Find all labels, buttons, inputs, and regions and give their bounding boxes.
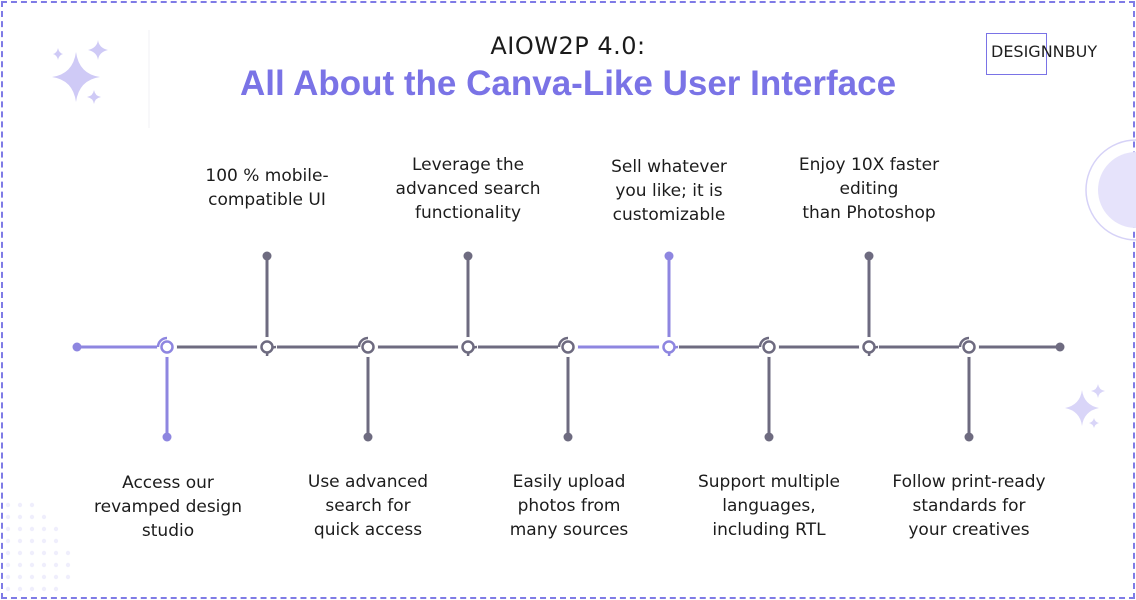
brand-logo: DESIGNNBUY	[986, 33, 1114, 75]
timeline-stem-dot-5	[563, 432, 573, 442]
page-title: All About the Canva-Like User Interface	[239, 64, 897, 103]
timeline-start-dot	[72, 342, 82, 352]
timeline-junction-dot-4	[461, 340, 475, 354]
timeline-junction-dot-9	[962, 340, 976, 354]
timeline-stem-dot-7	[764, 432, 774, 442]
brand-logo-text: DESIGNNBUY	[991, 42, 1098, 61]
timeline-top-label-1: 100 % mobile-compatible UI	[205, 166, 329, 210]
timeline-junction-dot-6	[662, 340, 676, 354]
timeline-stem-dot-4	[463, 251, 473, 261]
timeline-junction-arc-1	[156, 336, 168, 348]
timeline-stem-dot-8	[864, 251, 874, 261]
timeline-junction-arc-9	[958, 336, 970, 348]
circle-decoration	[1085, 139, 1136, 241]
timeline-junction-dot-8	[862, 340, 876, 354]
timeline-junction-arc-5	[557, 336, 569, 348]
timeline-junction-dot-1	[160, 340, 174, 354]
brand-logo-box	[986, 33, 1047, 75]
timeline-junction-arc-7	[758, 336, 770, 348]
timeline-junction-dot-3	[361, 340, 375, 354]
page-subtitle: AIOW2P 4.0:	[490, 32, 646, 60]
timeline-junction-dot-7	[762, 340, 776, 354]
timeline-end-dot	[1055, 342, 1065, 352]
sparkle-icon-top-left	[52, 40, 108, 104]
timeline-junction-dot-5	[561, 340, 575, 354]
timeline-stem-dot-3	[363, 432, 373, 442]
timeline-junction-dot-2	[260, 340, 274, 354]
timeline-stem-dot-9	[964, 432, 974, 442]
timeline-stem-dot-6	[664, 251, 674, 261]
sparkle-icon-right	[1065, 384, 1105, 428]
dot-pattern	[5, 502, 71, 592]
timeline-junction-arc-3	[357, 336, 369, 348]
timeline-stem-dot-2	[262, 251, 272, 261]
timeline-stem-dot-1	[162, 432, 172, 442]
